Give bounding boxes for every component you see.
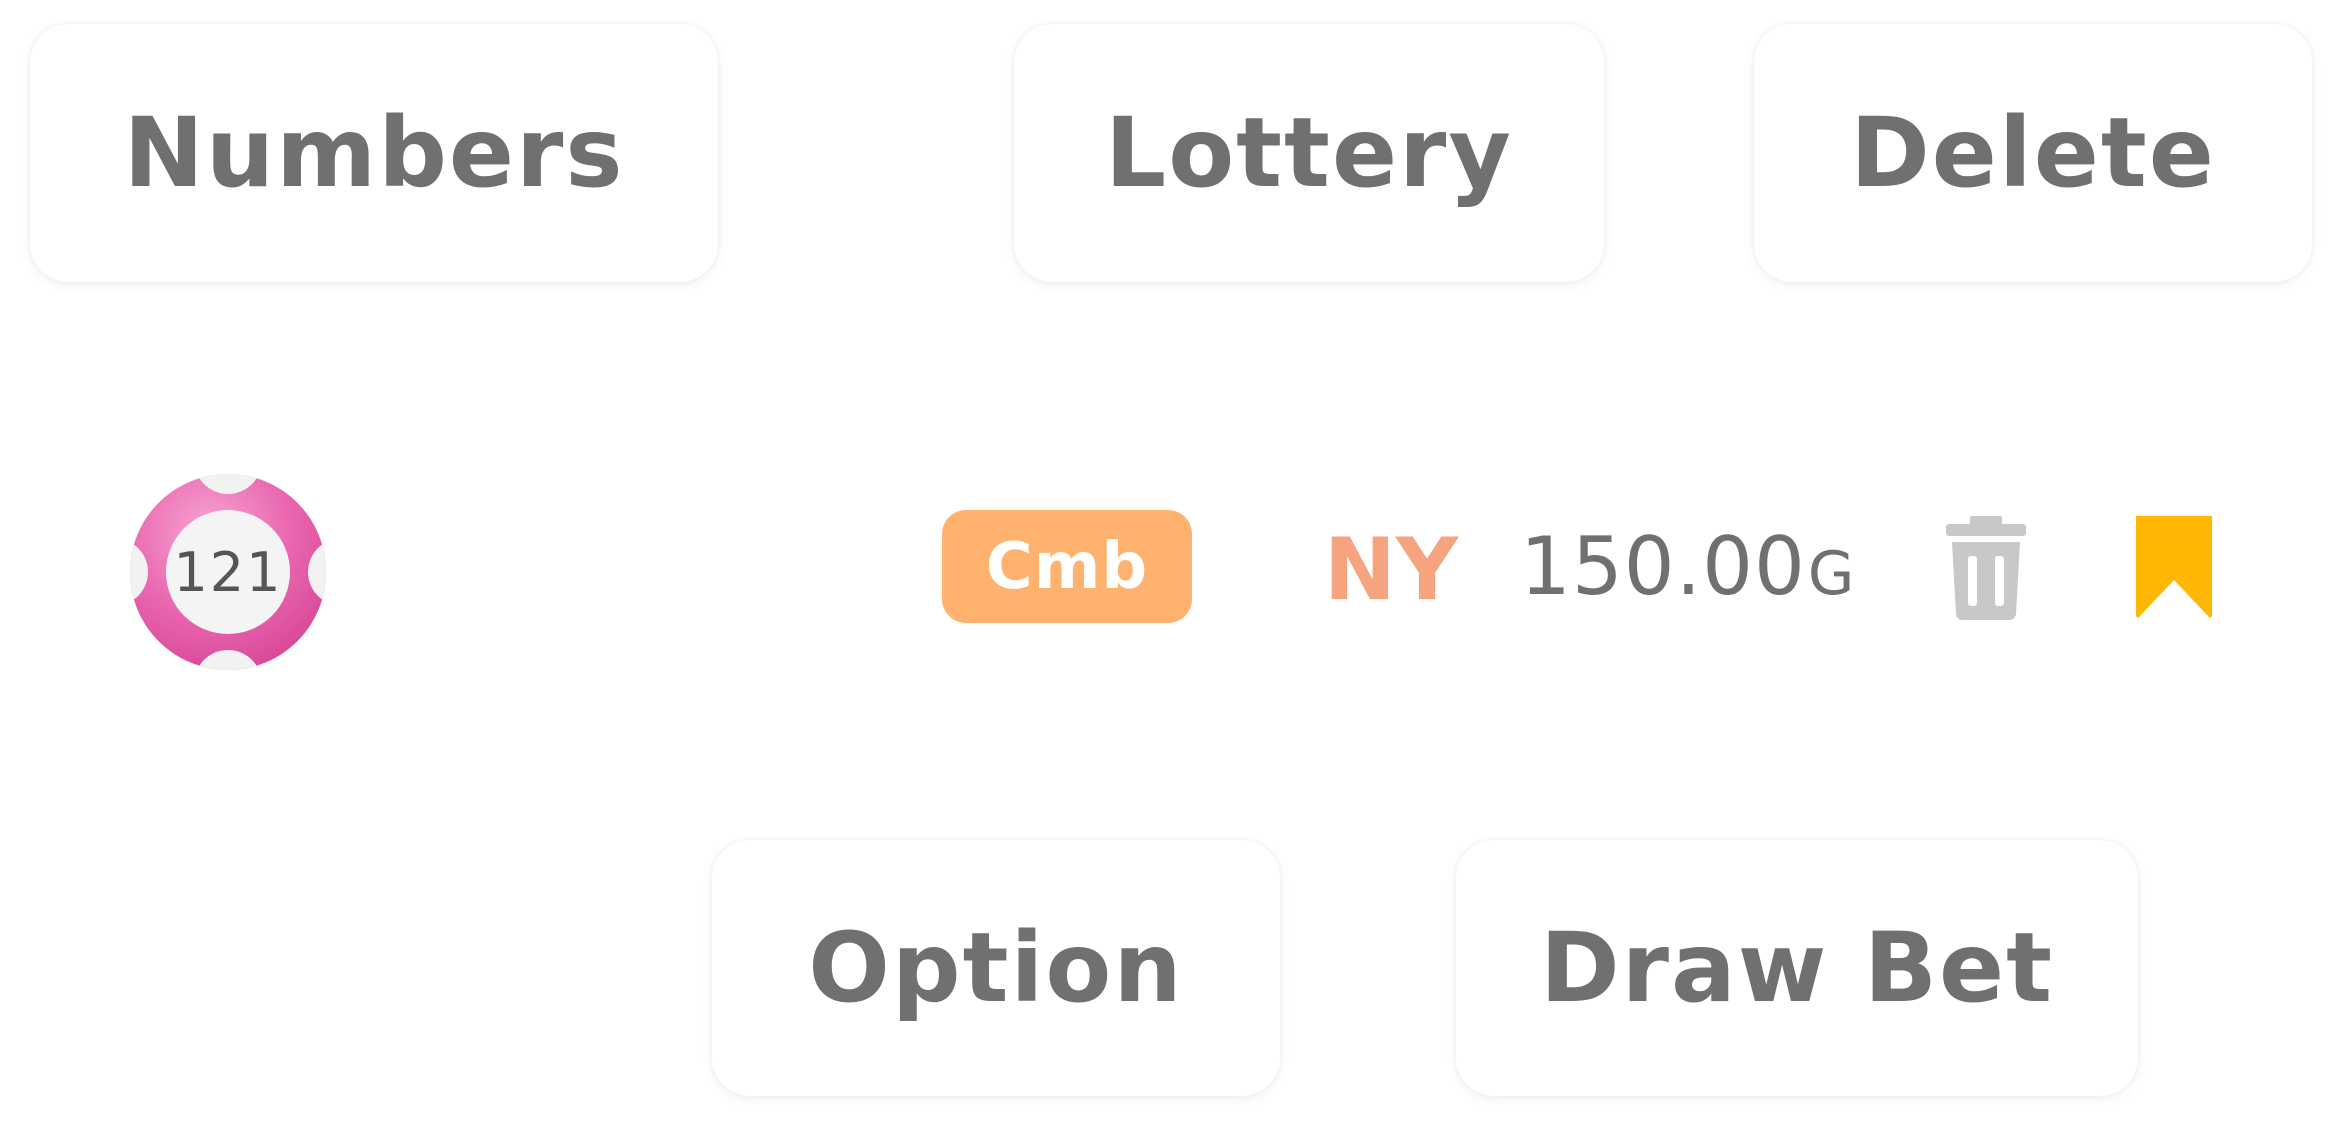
ball-number: 121	[173, 540, 283, 604]
numbers-callout-label: Numbers	[123, 97, 625, 209]
option-callout: Option	[712, 787, 1280, 1096]
draw-bet-callout-label: Draw Bet	[1539, 912, 2055, 1024]
lottery-callout-label: Lottery	[1105, 97, 1513, 209]
trash-icon	[1946, 516, 2026, 620]
lottery-code: NY	[1323, 520, 1459, 620]
option-callout-label: Option	[808, 912, 1184, 1024]
lottery-ball-icon	[130, 474, 326, 670]
delete-callout: Delete	[1754, 24, 2312, 335]
bookmark-button[interactable]	[2136, 516, 2212, 618]
numbers-callout: Numbers	[30, 24, 718, 335]
option-badge: Cmb	[942, 510, 1192, 623]
lottery-callout: Lottery	[1014, 24, 1604, 335]
lottery-ball: 121	[130, 474, 326, 670]
bet-amount-value: 150.00	[1520, 520, 1806, 613]
bet-amount: 150.00 G	[1520, 520, 1854, 620]
delete-callout-label: Delete	[1850, 97, 2216, 209]
delete-button[interactable]	[1946, 516, 2026, 620]
bookmark-icon	[2136, 516, 2212, 618]
draw-bet-callout: Draw Bet	[1456, 787, 2138, 1096]
bet-amount-currency: G	[1807, 539, 1855, 609]
